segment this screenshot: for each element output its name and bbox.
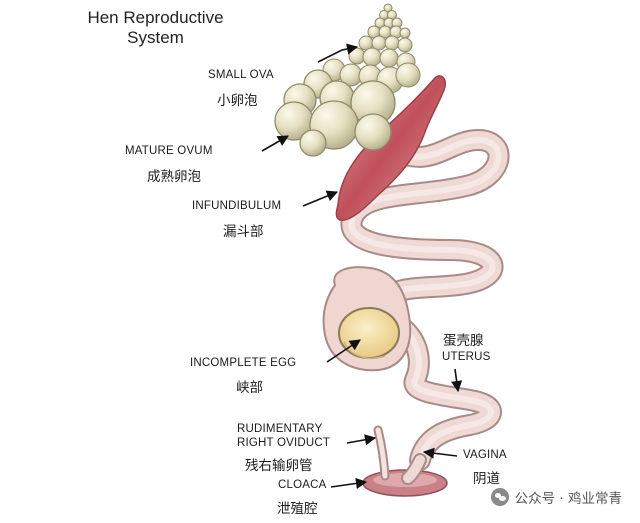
arrow-infundibulum	[302, 190, 339, 207]
label-uterus-zh: 蛋壳腺	[443, 333, 484, 349]
arrow-uterus	[451, 368, 463, 393]
label-rudimentary-en-2: RIGHT OVIDUCT	[237, 437, 331, 449]
title-line-2: System	[127, 28, 184, 47]
oviduct	[340, 128, 510, 471]
title-line-1: Hen Reproductive	[87, 8, 224, 27]
label-mature-ovum-zh: 成熟卵泡	[147, 169, 201, 185]
pointer-arrows	[261, 43, 463, 489]
arrow-mature-ovum	[261, 135, 289, 152]
label-uterus-en: UTERUS	[442, 351, 491, 363]
arrow-rudimentary-oviduct	[346, 434, 377, 446]
ovary-cluster	[274, 3, 421, 157]
arrow-incomplete-egg	[326, 339, 361, 363]
label-incomplete-egg-zh: 峡部	[236, 380, 263, 396]
wechat-icon	[490, 488, 509, 506]
label-rudimentary-zh: 残右输卵管	[245, 458, 313, 474]
arrow-cloaca	[330, 477, 368, 489]
label-small-ova-en: SMALL OVA	[208, 69, 274, 81]
watermark: 公众号 · 鸡业常青	[490, 487, 622, 507]
label-vagina-zh: 阴道	[473, 471, 500, 487]
rudimentary-oviduct-shape	[373, 425, 390, 481]
label-mature-ovum-en: MATURE OVUM	[125, 145, 213, 157]
diagram-title: Hen Reproductive System	[78, 8, 233, 48]
label-infundibulum-en: INFUNDIBULUM	[192, 200, 282, 212]
label-vagina-en: VAGINA	[463, 449, 507, 461]
arrow-small-ova	[317, 43, 359, 63]
watermark-text: 公众号 · 鸡业常青	[514, 491, 622, 507]
isthmus-sac	[322, 266, 412, 372]
label-cloaca-zh: 泄殖腔	[277, 501, 318, 517]
incomplete-egg	[338, 307, 400, 359]
arrow-vagina	[422, 447, 458, 459]
label-small-ova-zh: 小卵泡	[217, 93, 258, 109]
label-cloaca-en: CLOACA	[278, 479, 327, 491]
label-incomplete-egg-en: INCOMPLETE EGG	[190, 357, 297, 369]
label-infundibulum-zh: 漏斗部	[223, 224, 264, 240]
label-rudimentary-en-1: RUDIMENTARY	[237, 423, 323, 435]
